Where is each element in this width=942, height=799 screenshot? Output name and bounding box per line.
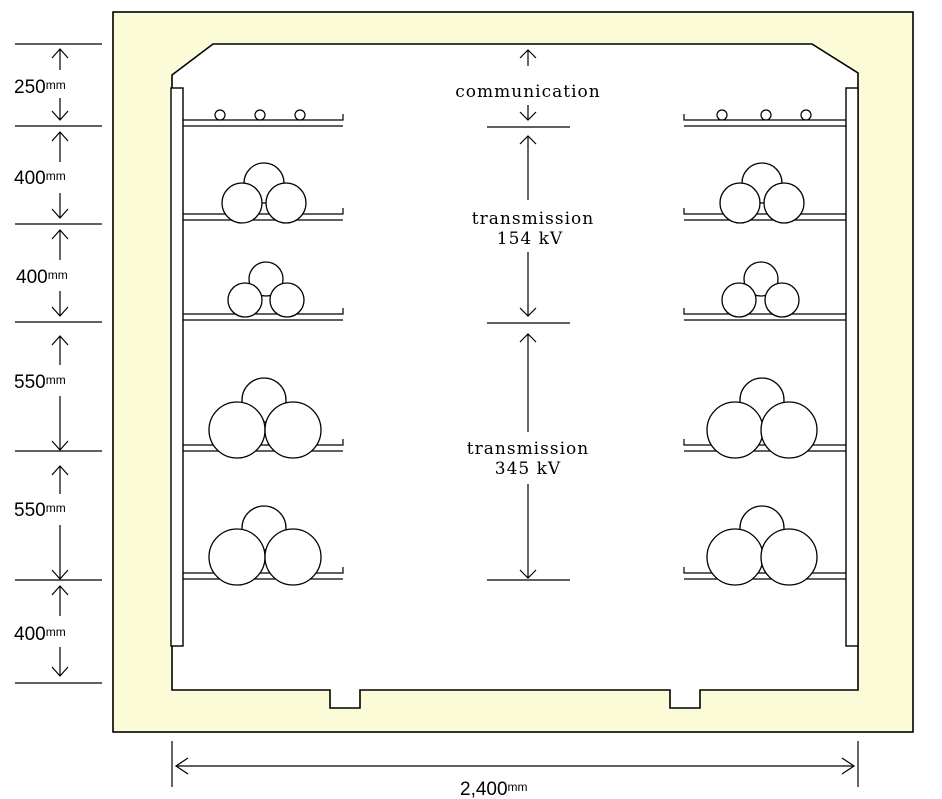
- cable: [706, 401, 764, 459]
- dimension-400: 400mm: [14, 168, 66, 189]
- transmission-154-label: transmission: [472, 209, 594, 229]
- cable: [716, 109, 728, 121]
- cable: [208, 401, 266, 459]
- center-dimension-lines: [487, 49, 570, 581]
- cable: [743, 261, 779, 297]
- cable: [800, 109, 812, 121]
- cable: [208, 528, 266, 586]
- cables-154kv: [221, 162, 805, 318]
- left-dimension-chain: [15, 43, 102, 684]
- cable: [214, 109, 226, 121]
- transmission-345-label: transmission: [467, 439, 589, 459]
- dimension-400: 400mm: [16, 267, 68, 288]
- cable: [706, 528, 764, 586]
- dimension-250: 250mm: [14, 77, 66, 98]
- cable: [764, 282, 800, 318]
- dimension-400: 400mm: [14, 624, 66, 645]
- communication-cables: [214, 109, 812, 121]
- cable: [721, 282, 757, 318]
- cables-345kv: [208, 377, 818, 586]
- cable: [265, 182, 307, 224]
- voltage-154-label: 154 kV: [497, 229, 563, 249]
- cable: [719, 182, 761, 224]
- right-support-post: [845, 87, 859, 647]
- voltage-345-label: 345 kV: [495, 459, 561, 479]
- cable: [221, 182, 263, 224]
- cable: [264, 528, 322, 586]
- cable: [760, 401, 818, 459]
- cable: [760, 109, 772, 121]
- cable: [294, 109, 306, 121]
- cable: [248, 261, 284, 297]
- width-dimension: [171, 741, 859, 787]
- dimension-550: 550mm: [14, 372, 66, 393]
- cable: [763, 182, 805, 224]
- width-dimension-label: 2,400mm: [460, 779, 528, 799]
- cable: [760, 528, 818, 586]
- tray: [183, 114, 344, 121]
- tunnel-interior: [171, 43, 859, 709]
- left-support-post: [170, 87, 184, 647]
- cable: [269, 282, 305, 318]
- dimension-550: 550mm: [14, 500, 66, 521]
- tray: [683, 114, 846, 121]
- cable: [264, 401, 322, 459]
- cable: [254, 109, 266, 121]
- cable: [227, 282, 263, 318]
- communication-label: communication: [455, 82, 600, 102]
